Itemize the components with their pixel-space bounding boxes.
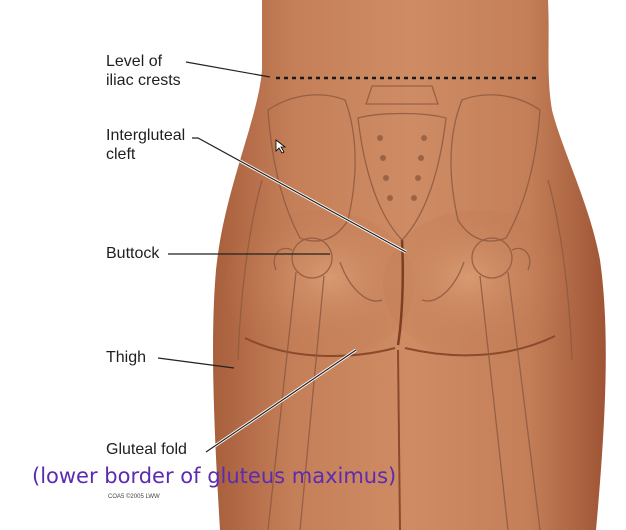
right-gluteal-fold-shape (404, 335, 556, 357)
intergluteal-cleft-shape (396, 239, 405, 346)
label-buttock-text: Buttock (106, 245, 160, 262)
label-iliac-crests-line1: Level of (106, 53, 163, 70)
label-thigh: Thigh (106, 348, 146, 367)
label-intergluteal-line1: Intergluteal (106, 127, 186, 144)
leg-divide (397, 349, 401, 530)
label-iliac-crests-line2: iliac crests (106, 72, 181, 89)
label-intergluteal-line2: cleft (106, 146, 136, 163)
label-buttock: Buttock (106, 244, 159, 263)
label-gluteal-fold: Gluteal fold (106, 440, 187, 459)
label-gluteal-fold-text: Gluteal fold (106, 441, 187, 458)
label-iliac-crests: Level of iliac crests (106, 52, 181, 90)
caption-lower-border: (lower border of gluteus maximus) (32, 464, 397, 488)
copyright-notice: COA5 ©2005 LWW (108, 494, 160, 500)
left-buttock-shading (225, 210, 415, 360)
label-thigh-text: Thigh (106, 349, 147, 366)
left-gluteal-fold-shape (244, 337, 396, 357)
right-buttock-shading (383, 210, 573, 360)
leader-lines (157, 61, 407, 454)
sacral-foramina (377, 135, 427, 201)
mouse-cursor-icon (275, 139, 287, 154)
label-intergluteal-cleft: Intergluteal cleft (106, 126, 185, 164)
